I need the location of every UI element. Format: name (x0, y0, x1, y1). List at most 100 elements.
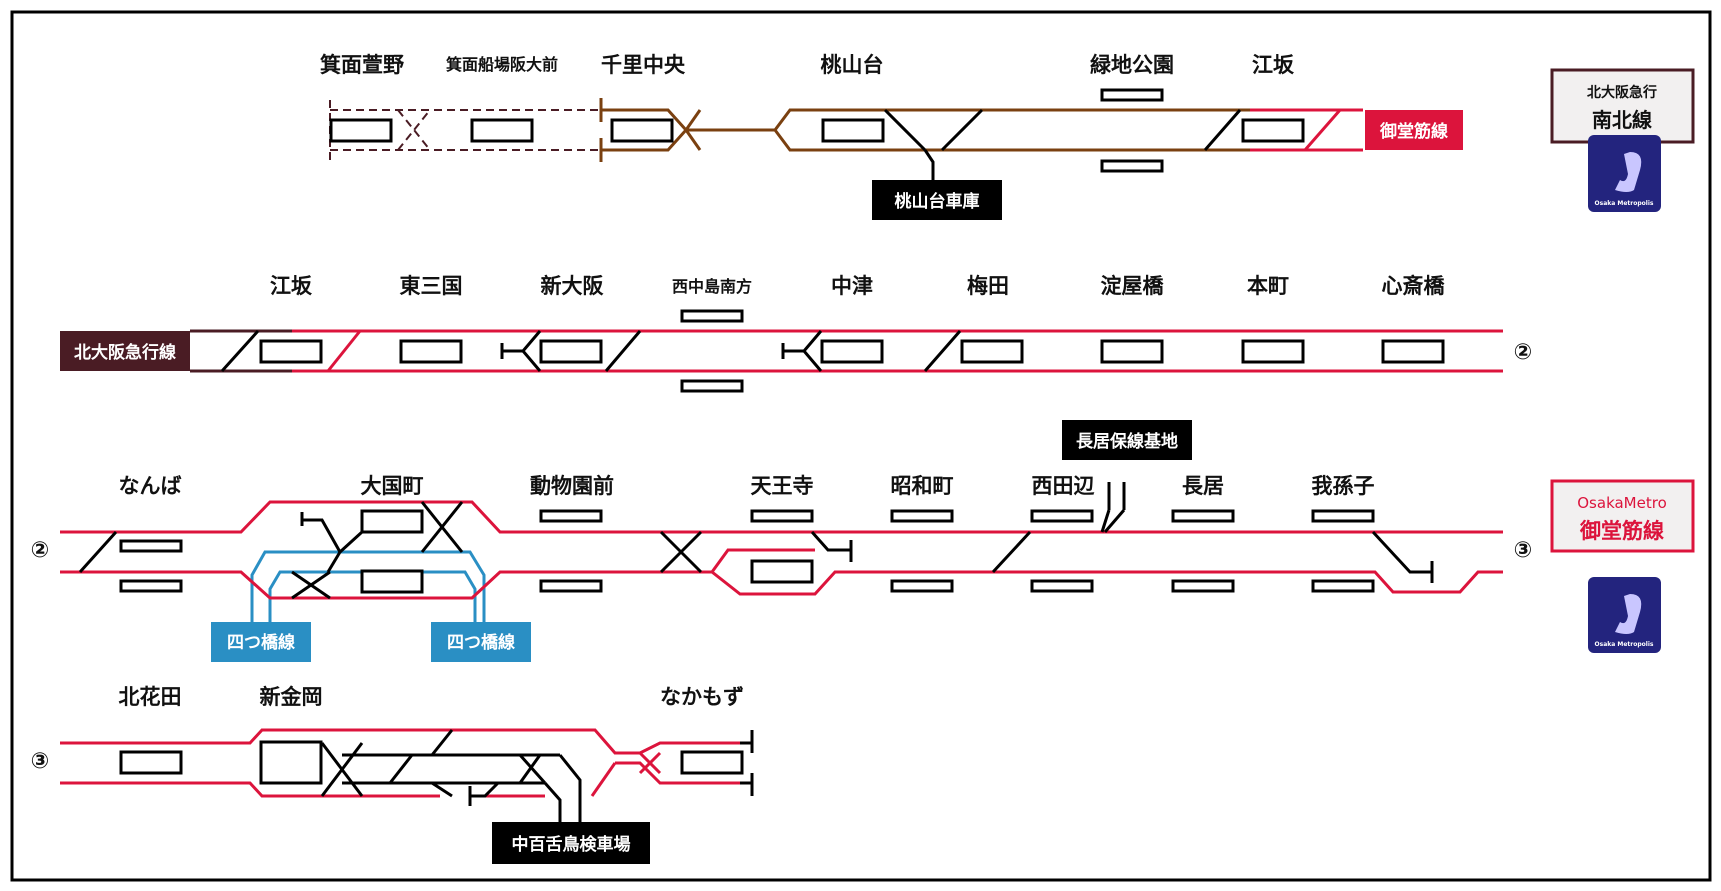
kitakyu-tracks (599, 98, 1250, 162)
platform-senri-chuo (610, 118, 674, 143)
platform-namba-up (119, 539, 183, 553)
station-label: 桃山台 (821, 53, 884, 77)
yotsubashi-label: 四つ橋線 (447, 632, 515, 653)
station-label: 江坂 (1252, 53, 1295, 77)
station-label: 昭和町 (891, 474, 954, 498)
platform-ryokuchi-down (1100, 159, 1164, 173)
platform-nishitanabe-up (1030, 509, 1094, 523)
station-label: 東三国 (400, 274, 463, 298)
row3-midosuji-south: ② ③ なんば 大国町 動物園前 天王寺 昭和町 西田辺 長居 我孫子 長居保線… (31, 420, 1533, 662)
depot-nagai (1062, 420, 1192, 460)
platform-kitahanada (119, 750, 183, 775)
platform-abiko-up (1311, 509, 1375, 523)
platform-tennoji-down (750, 559, 814, 584)
depot-momoyamadai (872, 180, 1002, 220)
continue-marker-3-start: ③ (31, 749, 50, 774)
platform-tennoji-up (750, 509, 814, 523)
platform-ryokuchi-up (1100, 88, 1164, 102)
logo-text: Osaka Metropolis (1595, 641, 1654, 648)
frame-border (10, 10, 1712, 882)
platform-nishitanabe-down (1030, 579, 1094, 593)
row2-midosuji-north: 北大阪急行線 江坂 東三国 新大阪 西中島南方 中津 梅田 淀屋橋 本町 心斎橋… (60, 274, 1533, 393)
station-label: 新金岡 (260, 685, 323, 709)
legend-midosuji-company: OsakaMetro (1577, 494, 1667, 512)
kitakyu-connect-badge (60, 331, 190, 371)
midosuji-tracks-row2 (292, 329, 1503, 373)
station-label: 大国町 (361, 474, 424, 498)
station-label: 緑地公園 (1090, 53, 1174, 77)
station-label: 我孫子 (1312, 474, 1375, 498)
platform-esaka-2 (259, 339, 323, 364)
legend-kitakyu-box (1550, 68, 1695, 144)
depot-label: 長居保線基地 (1076, 431, 1178, 452)
continue-marker-2-start: ② (31, 538, 50, 563)
platform-abiko-down (1311, 579, 1375, 593)
platform-nakamozu (680, 750, 744, 775)
platform-nishinakajima-up (680, 309, 744, 323)
station-label: 新大阪 (541, 274, 605, 298)
station-label: 西中島南方 (672, 277, 752, 296)
row4-midosuji-terminal: ③ 北花田 新金岡 なかもず 中百舌鳥検車場 (31, 685, 754, 864)
platform-umeda (960, 339, 1024, 364)
platform-nagai-up (1171, 509, 1235, 523)
legend-midosuji-line: 御堂筋線 (1579, 519, 1664, 543)
legend-midosuji-box (1550, 479, 1695, 553)
platform-showacho-up (890, 509, 954, 523)
platform-minoh-kayano (329, 118, 393, 143)
platform-minoh-semba (470, 118, 534, 143)
platform-yodoyabashi (1100, 339, 1164, 364)
station-label: 梅田 (967, 274, 1009, 298)
station-label: 本町 (1247, 274, 1289, 298)
station-label: 動物園前 (530, 474, 614, 498)
row3-switches (78, 482, 1434, 600)
depot-label: 中百舌鳥検車場 (512, 834, 631, 855)
platform-shinsaibashi (1381, 339, 1445, 364)
platform-momoyamadai (821, 118, 885, 143)
platform-nishinakajima-down (680, 379, 744, 393)
platform-namba-down (119, 579, 183, 593)
platform-nakatsu (820, 339, 884, 364)
station-label: 西田辺 (1032, 474, 1095, 498)
station-label: 江坂 (270, 274, 313, 298)
platform-shinkanaoka (259, 740, 323, 785)
legend-kitakyu-line: 南北線 (1592, 108, 1652, 132)
station-label: なんば (119, 474, 182, 498)
station-label: 中津 (831, 274, 873, 298)
platform-higashi-mikuni (399, 339, 463, 364)
row1-kitakyu: 箕面萱野 箕面船場阪大前 千里中央 桃山台 緑地公園 江坂 桃山台車庫 御堂筋線 (320, 53, 1463, 220)
row4-switches (320, 729, 754, 835)
logo-text: Osaka Metropolis (1595, 200, 1654, 207)
platform-esaka-1 (1241, 118, 1305, 143)
kitakyu-stub-tracks (190, 329, 292, 373)
depot-label: 桃山台車庫 (895, 191, 980, 212)
platform-dobutsuen-down (539, 579, 603, 593)
platform-dobutsuen-up (539, 509, 603, 523)
station-label: 天王寺 (751, 474, 814, 498)
station-label: 心斎橋 (1382, 274, 1446, 298)
station-label: なかもず (660, 685, 744, 709)
kitakyu-connect-label: 北大阪急行線 (74, 342, 176, 363)
platform-daikokucho-1 (360, 509, 424, 534)
station-label: 箕面萱野 (320, 53, 404, 77)
station-label: 北花田 (119, 685, 182, 709)
depot-nakamozu (492, 822, 650, 864)
kitakyu-switches (883, 108, 1242, 180)
midosuji-connect-label: 御堂筋線 (1379, 121, 1448, 142)
row2-switches (220, 329, 962, 373)
depot-nagai-lead (1103, 509, 1126, 533)
yotsubashi-badge-1 (211, 622, 311, 662)
station-label: 長居 (1182, 474, 1224, 498)
continue-marker-3: ③ (1514, 538, 1533, 563)
platform-hommachi (1241, 339, 1305, 364)
osaka-metro-logo-1: Osaka Metropolis (1588, 135, 1661, 212)
platform-daikokucho-2 (360, 569, 424, 594)
midosuji-connect-badge (1365, 110, 1463, 150)
midosuji-tracks-row3 (60, 500, 1503, 600)
station-label: 箕面船場阪大前 (445, 55, 558, 74)
continue-marker-2: ② (1514, 340, 1533, 365)
yotsubashi-badge-2 (431, 622, 531, 662)
platform-shin-osaka (539, 339, 603, 364)
legend-kitakyu-company: 北大阪急行 (1587, 84, 1657, 101)
